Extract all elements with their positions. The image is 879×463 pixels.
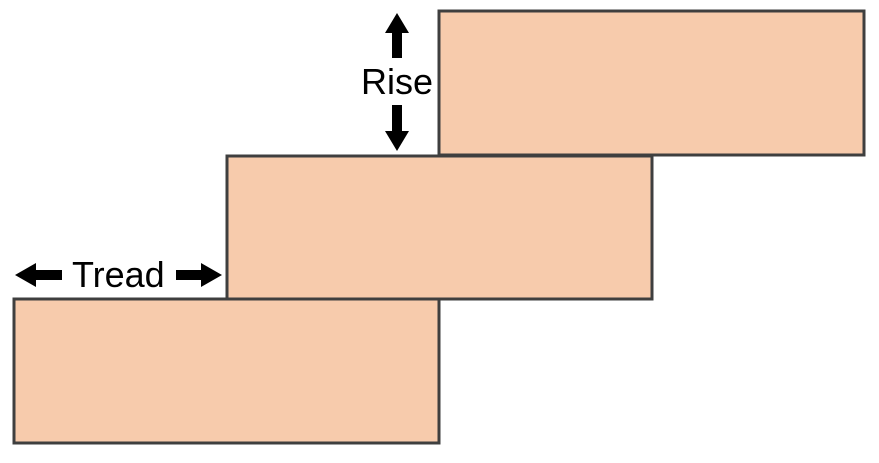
tread-left-arrow (15, 263, 62, 287)
rise-down-arrow (385, 105, 409, 151)
tread-label: Tread (72, 254, 165, 295)
step-middle (225, 154, 654, 301)
step-bottom (12, 297, 441, 445)
rise-up-arrow (385, 13, 409, 58)
rise-label: Rise (361, 61, 434, 102)
tread-right-arrow (176, 263, 222, 287)
step-top (437, 9, 866, 157)
